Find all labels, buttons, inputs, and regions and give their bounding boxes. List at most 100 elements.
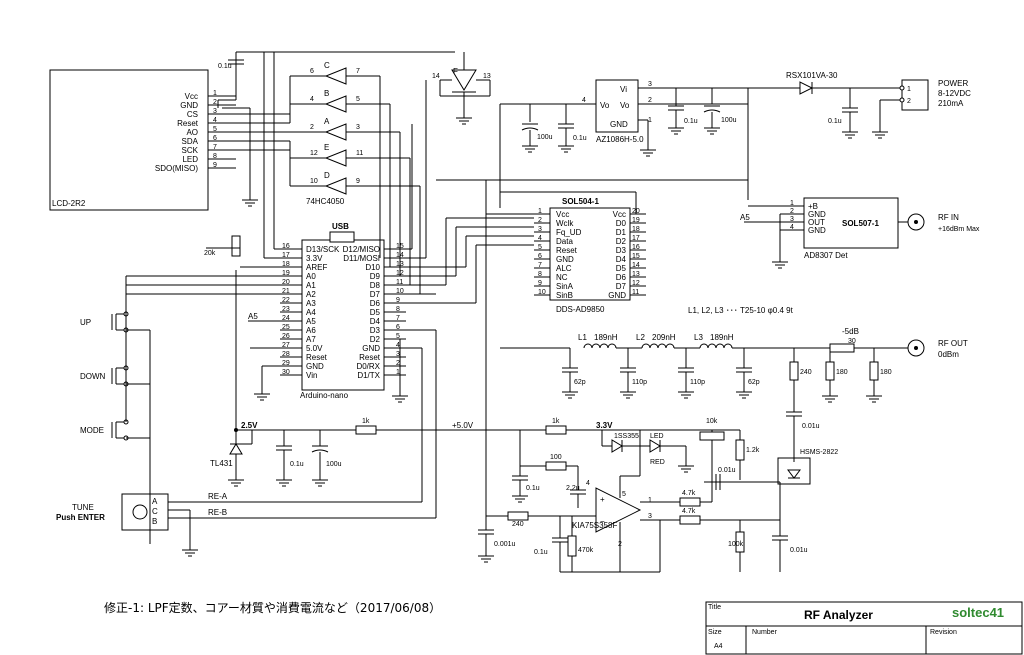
buffer-gate-letter: C bbox=[324, 61, 330, 70]
reg-pin-vo2: 2 bbox=[648, 97, 652, 104]
buffer-gate bbox=[324, 123, 347, 141]
dds-left-pin-label: ALC bbox=[556, 264, 572, 273]
cap-01u-c: 0.1u bbox=[534, 549, 548, 556]
buffer-gate bbox=[324, 67, 347, 85]
dds-right-pin-number: 13 bbox=[632, 271, 640, 278]
op-minus: − bbox=[600, 517, 605, 526]
buffer-gate-out: 12 bbox=[310, 150, 318, 157]
buffer-gate-out: 6 bbox=[310, 68, 314, 75]
inductor bbox=[641, 343, 675, 349]
inductor-value: 189nH bbox=[594, 333, 618, 342]
lcd-pin-label: SDA bbox=[182, 137, 199, 146]
arduino-left-pin-number: 27 bbox=[282, 342, 290, 349]
buffer-gate-letter: A bbox=[324, 117, 330, 126]
reg-name: AZ1086H-5.0 bbox=[596, 135, 644, 144]
reg-vo2: Vo bbox=[620, 101, 630, 110]
dds-left-pin-label: Reset bbox=[556, 246, 578, 255]
lpf-cap-value: 62p bbox=[748, 379, 760, 386]
power-input: RSX101VA-30 0.1u 1 2 POWER 8-12VDC 210mA bbox=[786, 71, 971, 139]
arduino-right-pin-number: 10 bbox=[396, 288, 404, 295]
lcd-pin-number: 3 bbox=[213, 108, 217, 115]
arduino-right-pin-number: 12 bbox=[396, 270, 404, 277]
res-100k: 100k bbox=[728, 541, 744, 548]
arduino-right-pin-number: 14 bbox=[396, 252, 404, 259]
arduino-left-pin-number: 28 bbox=[282, 351, 290, 358]
dds-left-pin-label: Fq_UD bbox=[556, 228, 582, 237]
ground-symbol bbox=[562, 391, 578, 399]
cap-100u-a: 100u bbox=[326, 461, 342, 468]
buffer-gate-in: 3 bbox=[356, 124, 360, 131]
arduino-left-pin-number: 26 bbox=[282, 333, 290, 340]
arduino-right-pin-number: 8 bbox=[396, 306, 400, 313]
v5-label: +5.0V bbox=[452, 421, 474, 430]
arduino-left-pin-number: 29 bbox=[282, 360, 290, 367]
arduino-left-pin-label: GND bbox=[306, 362, 324, 371]
dds-left-pin-number: 6 bbox=[538, 253, 542, 260]
dds-left-pin-label: Data bbox=[556, 237, 573, 246]
dds-right-pin-number: 15 bbox=[632, 253, 640, 260]
arduino-right-pin-number: 3 bbox=[396, 351, 400, 358]
detector-pin-label: +B bbox=[808, 202, 818, 211]
arduino-right-pin-number: 11 bbox=[396, 279, 403, 286]
detector-pin-number: 3 bbox=[790, 216, 794, 223]
dds-name: SOL504-1 bbox=[562, 197, 599, 206]
tune-label2: Push ENTER bbox=[56, 513, 105, 522]
dds-right-pin-label: D3 bbox=[616, 246, 627, 255]
arduino-right-pin-number: 15 bbox=[396, 243, 404, 250]
detector-a5: A5 bbox=[740, 213, 750, 222]
op-p4: 4 bbox=[586, 480, 590, 487]
dds-right-pin-label: GND bbox=[608, 291, 626, 300]
cap-001u-e: 0.01u bbox=[802, 423, 820, 430]
button-label: MODE bbox=[80, 426, 104, 435]
op-p3: 3 bbox=[648, 513, 652, 520]
res-240: 240 bbox=[512, 521, 524, 528]
size-value: A4 bbox=[714, 643, 723, 650]
arduino-left-pin-number: 23 bbox=[282, 306, 290, 313]
res-20k: 20k bbox=[204, 250, 216, 257]
dds-left-pin-number: 2 bbox=[538, 217, 542, 224]
arduino-left-pin-label: A7 bbox=[306, 335, 316, 344]
arduino-left-pin-label: A1 bbox=[306, 281, 316, 290]
lcd-pin-number: 5 bbox=[213, 126, 217, 133]
dds-left-pin-label: SinA bbox=[556, 282, 574, 291]
dds-right-pin-label: D4 bbox=[616, 255, 627, 264]
led-label: LED bbox=[650, 433, 664, 440]
dds-left-pin-label: Vcc bbox=[556, 210, 569, 219]
bus-wiring: A5 bbox=[206, 52, 748, 403]
lcd-pin-number: 1 bbox=[213, 90, 217, 97]
inductor bbox=[699, 343, 733, 349]
arduino-nano: USB Arduino-nano D13/SCK163.3V17AREF18A0… bbox=[280, 222, 406, 400]
revision-label: Revision bbox=[930, 629, 957, 636]
rf-out-level: 0dBm bbox=[938, 350, 959, 359]
detector-name: SOL507-1 bbox=[842, 219, 879, 228]
arduino-left-pin-number: 24 bbox=[282, 315, 290, 322]
button-label: UP bbox=[80, 318, 91, 327]
dds-left-pin-number: 9 bbox=[538, 280, 542, 287]
arduino-right-pin-number: 2 bbox=[396, 360, 400, 367]
res-1k-b: 1k bbox=[552, 418, 560, 425]
op-p5: 5 bbox=[622, 491, 626, 498]
dds-right-pin-label: D0 bbox=[616, 219, 627, 228]
res-100: 100 bbox=[550, 454, 562, 461]
led-color: RED bbox=[650, 459, 665, 466]
lcd-pin-number: 9 bbox=[213, 162, 217, 169]
buffer-gate-out: 10 bbox=[310, 178, 318, 185]
res-470k: 470k bbox=[578, 547, 594, 554]
arduino-left-pin-label: AREF bbox=[306, 263, 327, 272]
dds-left-pin-number: 5 bbox=[538, 244, 542, 251]
op-plus: + bbox=[600, 495, 605, 504]
lcd-pin-number: 7 bbox=[213, 144, 217, 151]
inductor bbox=[583, 343, 617, 349]
buffer-gate-out: 2 bbox=[310, 124, 314, 131]
buffer-gate-in: 7 bbox=[356, 68, 360, 75]
att-r180b: 180 bbox=[880, 369, 892, 376]
power-diode: RSX101VA-30 bbox=[786, 71, 838, 80]
dds-right-pin-number: 16 bbox=[632, 244, 640, 251]
dds-right-pin-number: 14 bbox=[632, 262, 640, 269]
power-pin1: 1 bbox=[907, 86, 911, 93]
lcd-name: LCD-2R2 bbox=[52, 199, 86, 208]
reg-pin-vi: 3 bbox=[648, 81, 652, 88]
gate-f-letter: F bbox=[453, 67, 458, 76]
